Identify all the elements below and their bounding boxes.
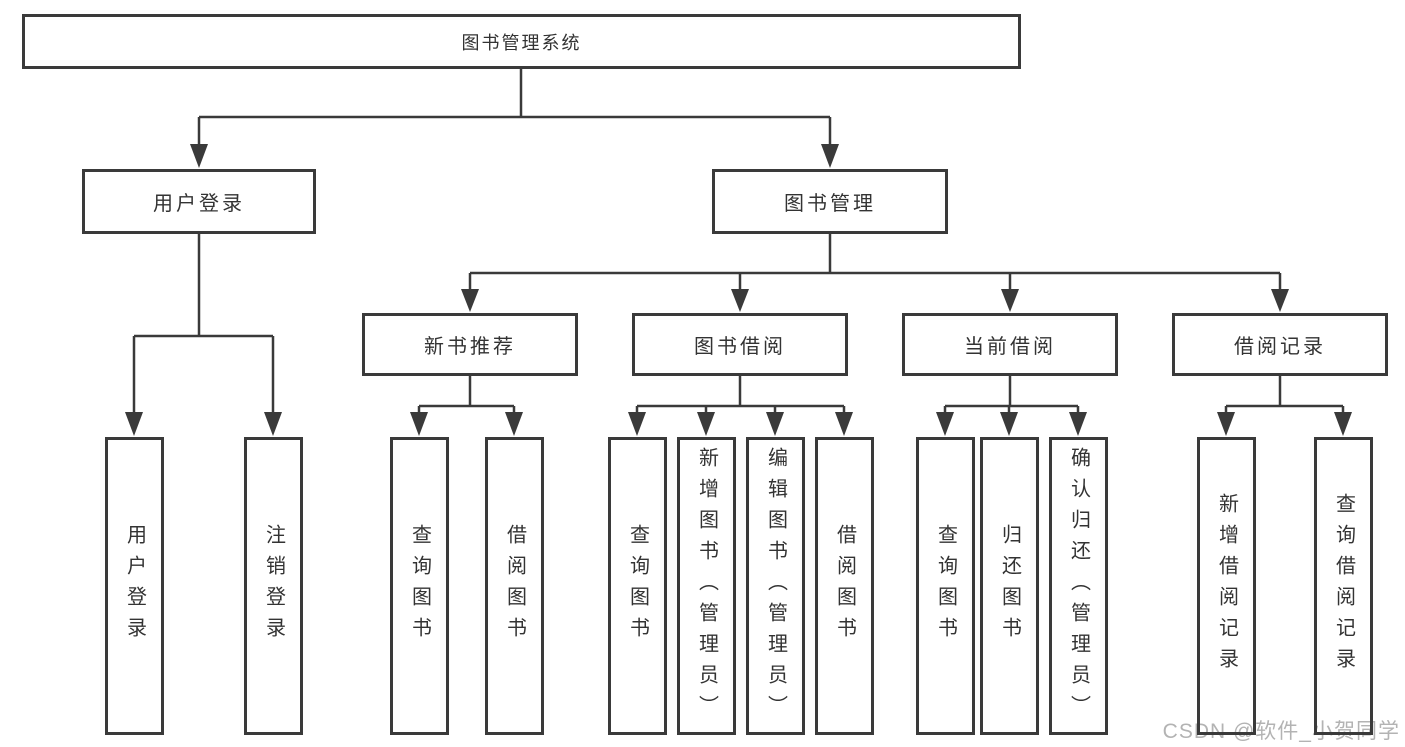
arrowhead-confirm-return: [1069, 412, 1087, 436]
arrowhead-add-borrow-record: [1217, 412, 1235, 436]
arrowhead-edit-books: [766, 412, 784, 436]
arrowhead-leaf-logout: [264, 412, 282, 436]
node-book-borrow: 图书借阅: [632, 313, 848, 376]
leaf-add-books-admin: 新增图书（管理员）: [677, 437, 736, 735]
leaf-label: 查询图书: [934, 524, 957, 648]
leaf-query-books-borrow: 查询图书: [608, 437, 667, 735]
leaf-label: 用户登录: [123, 524, 146, 648]
node-label: 图书借阅: [694, 336, 786, 358]
leaf-confirm-return-admin: 确认归还（管理员）: [1049, 437, 1108, 735]
node-current-borrow: 当前借阅: [902, 313, 1118, 376]
node-label: 图书管理系统: [461, 32, 582, 53]
leaf-edit-books-admin: 编辑图书（管理员）: [746, 437, 805, 735]
arrowhead-query-books-1: [410, 412, 428, 436]
leaf-logout-login: 注销登录: [244, 437, 303, 735]
arrowhead-borrow-records: [1271, 289, 1289, 312]
leaf-return-books: 归还图书: [980, 437, 1039, 735]
arrowhead-borrow-books-1: [505, 412, 523, 436]
arrowhead-current-borrow: [1001, 289, 1019, 312]
node-label: 图书管理: [784, 193, 876, 215]
leaf-label: 新增图书（管理员）: [695, 446, 718, 726]
arrowhead-book-borrow: [731, 289, 749, 312]
leaf-label: 注销登录: [262, 524, 285, 648]
arrowhead-borrow-books-2: [835, 412, 853, 436]
node-user-login: 用户登录: [82, 169, 316, 234]
node-book-management: 图书管理: [712, 169, 948, 234]
leaf-query-borrow-record: 查询借阅记录: [1314, 437, 1373, 735]
leaf-label: 借阅图书: [503, 524, 526, 648]
arrowhead-add-books: [697, 412, 715, 436]
node-label: 借阅记录: [1234, 336, 1326, 358]
arrowhead-query-books-3: [936, 412, 954, 436]
leaf-label: 查询图书: [626, 524, 649, 648]
connector-new-book-children: [417, 375, 516, 416]
node-label: 新书推荐: [424, 336, 516, 358]
csdn-watermark: CSDN @软件_小贺同学: [1162, 720, 1400, 743]
arrowhead-book-management: [821, 144, 839, 168]
leaf-label: 归还图书: [998, 524, 1021, 648]
connector-user-login-children: [132, 233, 275, 416]
node-label: 用户登录: [153, 193, 245, 215]
leaf-query-books-recommend: 查询图书: [390, 437, 449, 735]
leaf-label: 借阅图书: [833, 524, 856, 648]
node-new-book-recommend: 新书推荐: [362, 313, 578, 376]
leaf-query-books-current: 查询图书: [916, 437, 975, 735]
leaf-label: 确认归还（管理员）: [1067, 446, 1090, 726]
connector-root-to-level2: [197, 68, 832, 148]
leaf-user-login: 用户登录: [105, 437, 164, 735]
leaf-borrow-books: 借阅图书: [815, 437, 874, 735]
arrowhead-query-books-2: [628, 412, 646, 436]
leaf-label: 编辑图书（管理员）: [764, 446, 787, 726]
arrowhead-query-borrow-record: [1334, 412, 1352, 436]
leaf-label: 查询图书: [408, 524, 431, 648]
connector-current-borrow-children: [943, 375, 1080, 416]
arrowhead-new-book-recommend: [461, 289, 479, 312]
arrowhead-user-login: [190, 144, 208, 168]
leaf-label: 查询借阅记录: [1332, 493, 1355, 679]
leaf-borrow-books-recommend: 借阅图书: [485, 437, 544, 735]
node-library-management-system: 图书管理系统: [22, 14, 1021, 69]
arrowhead-leaf-user-login: [125, 412, 143, 436]
node-borrow-records: 借阅记录: [1172, 313, 1388, 376]
leaf-label: 新增借阅记录: [1215, 493, 1238, 679]
leaf-add-borrow-record: 新增借阅记录: [1197, 437, 1256, 735]
connector-book-borrow-children: [635, 375, 846, 416]
arrowhead-return-books: [1000, 412, 1018, 436]
connector-book-management-children: [468, 233, 1282, 293]
connector-borrow-records-children: [1224, 375, 1345, 416]
node-label: 当前借阅: [964, 336, 1056, 358]
